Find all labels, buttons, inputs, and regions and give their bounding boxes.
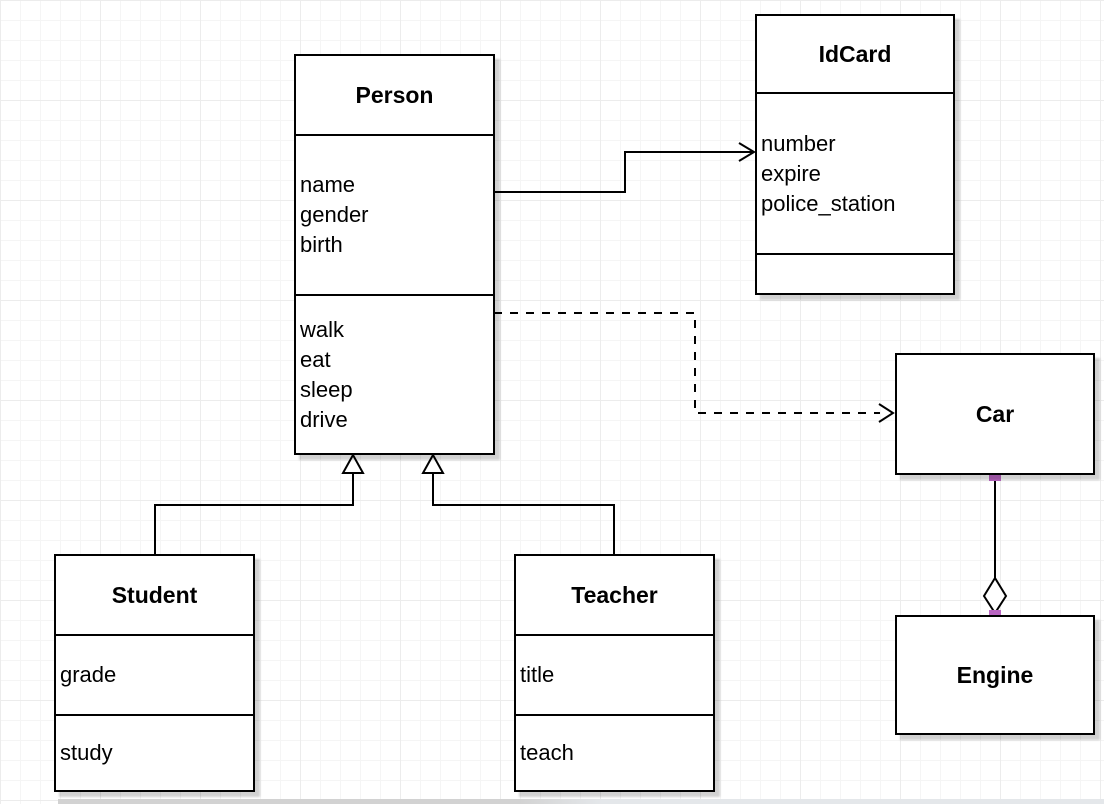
class-car-title: Car [975,400,1015,427]
class-car[interactable]: Car [895,353,1095,475]
class-student[interactable]: Student grade study [54,554,255,792]
class-idcard-attributes: number expire police_station [757,92,953,253]
aggregation-diamond-icon [982,576,1008,615]
edge-car-engine[interactable] [982,469,1008,622]
attribute: police_station [761,190,896,216]
class-person-methods: walk eat sleep drive [296,294,493,453]
class-engine[interactable]: Engine [895,615,1095,735]
edge-teacher-person[interactable] [421,452,615,554]
attribute: grade [60,662,117,687]
class-student-attributes: grade [56,634,253,714]
class-student-methods: study [56,714,253,790]
generalization-triangle-icon [421,452,445,474]
class-teacher-attributes: title [516,634,713,714]
class-teacher-methods: teach [516,714,713,790]
class-person-title: Person [355,81,434,108]
open-arrowhead-icon [738,142,756,162]
attribute: number [761,130,836,156]
method: drive [300,406,348,432]
generalization-triangle-icon [341,452,365,474]
attribute: name [300,172,356,197]
open-arrowhead-icon [878,403,895,423]
class-student-title: Student [111,581,198,608]
attribute: title [520,662,555,687]
class-idcard[interactable]: IdCard number expire police_station [755,14,955,295]
class-teacher[interactable]: Teacher title teach [514,554,715,792]
attribute: gender [300,202,369,227]
attribute: expire [761,160,821,186]
edge-person-idcard[interactable] [494,142,756,193]
class-idcard-methods-empty [757,253,953,293]
method: sleep [300,376,353,402]
method: teach [520,740,574,765]
class-person-attributes: name gender birth [296,134,493,294]
attribute: birth [300,232,343,257]
class-person[interactable]: Person name gender birth walk eat sleep … [294,54,495,455]
method: eat [300,346,331,372]
method: study [60,740,113,765]
canvas-edge-shadow [58,799,1104,804]
edge-student-person[interactable] [154,452,365,554]
edge-person-car[interactable] [494,312,895,423]
method: walk [300,316,345,342]
class-idcard-title: IdCard [818,40,892,67]
class-teacher-title: Teacher [571,581,658,608]
class-engine-title: Engine [956,661,1034,688]
